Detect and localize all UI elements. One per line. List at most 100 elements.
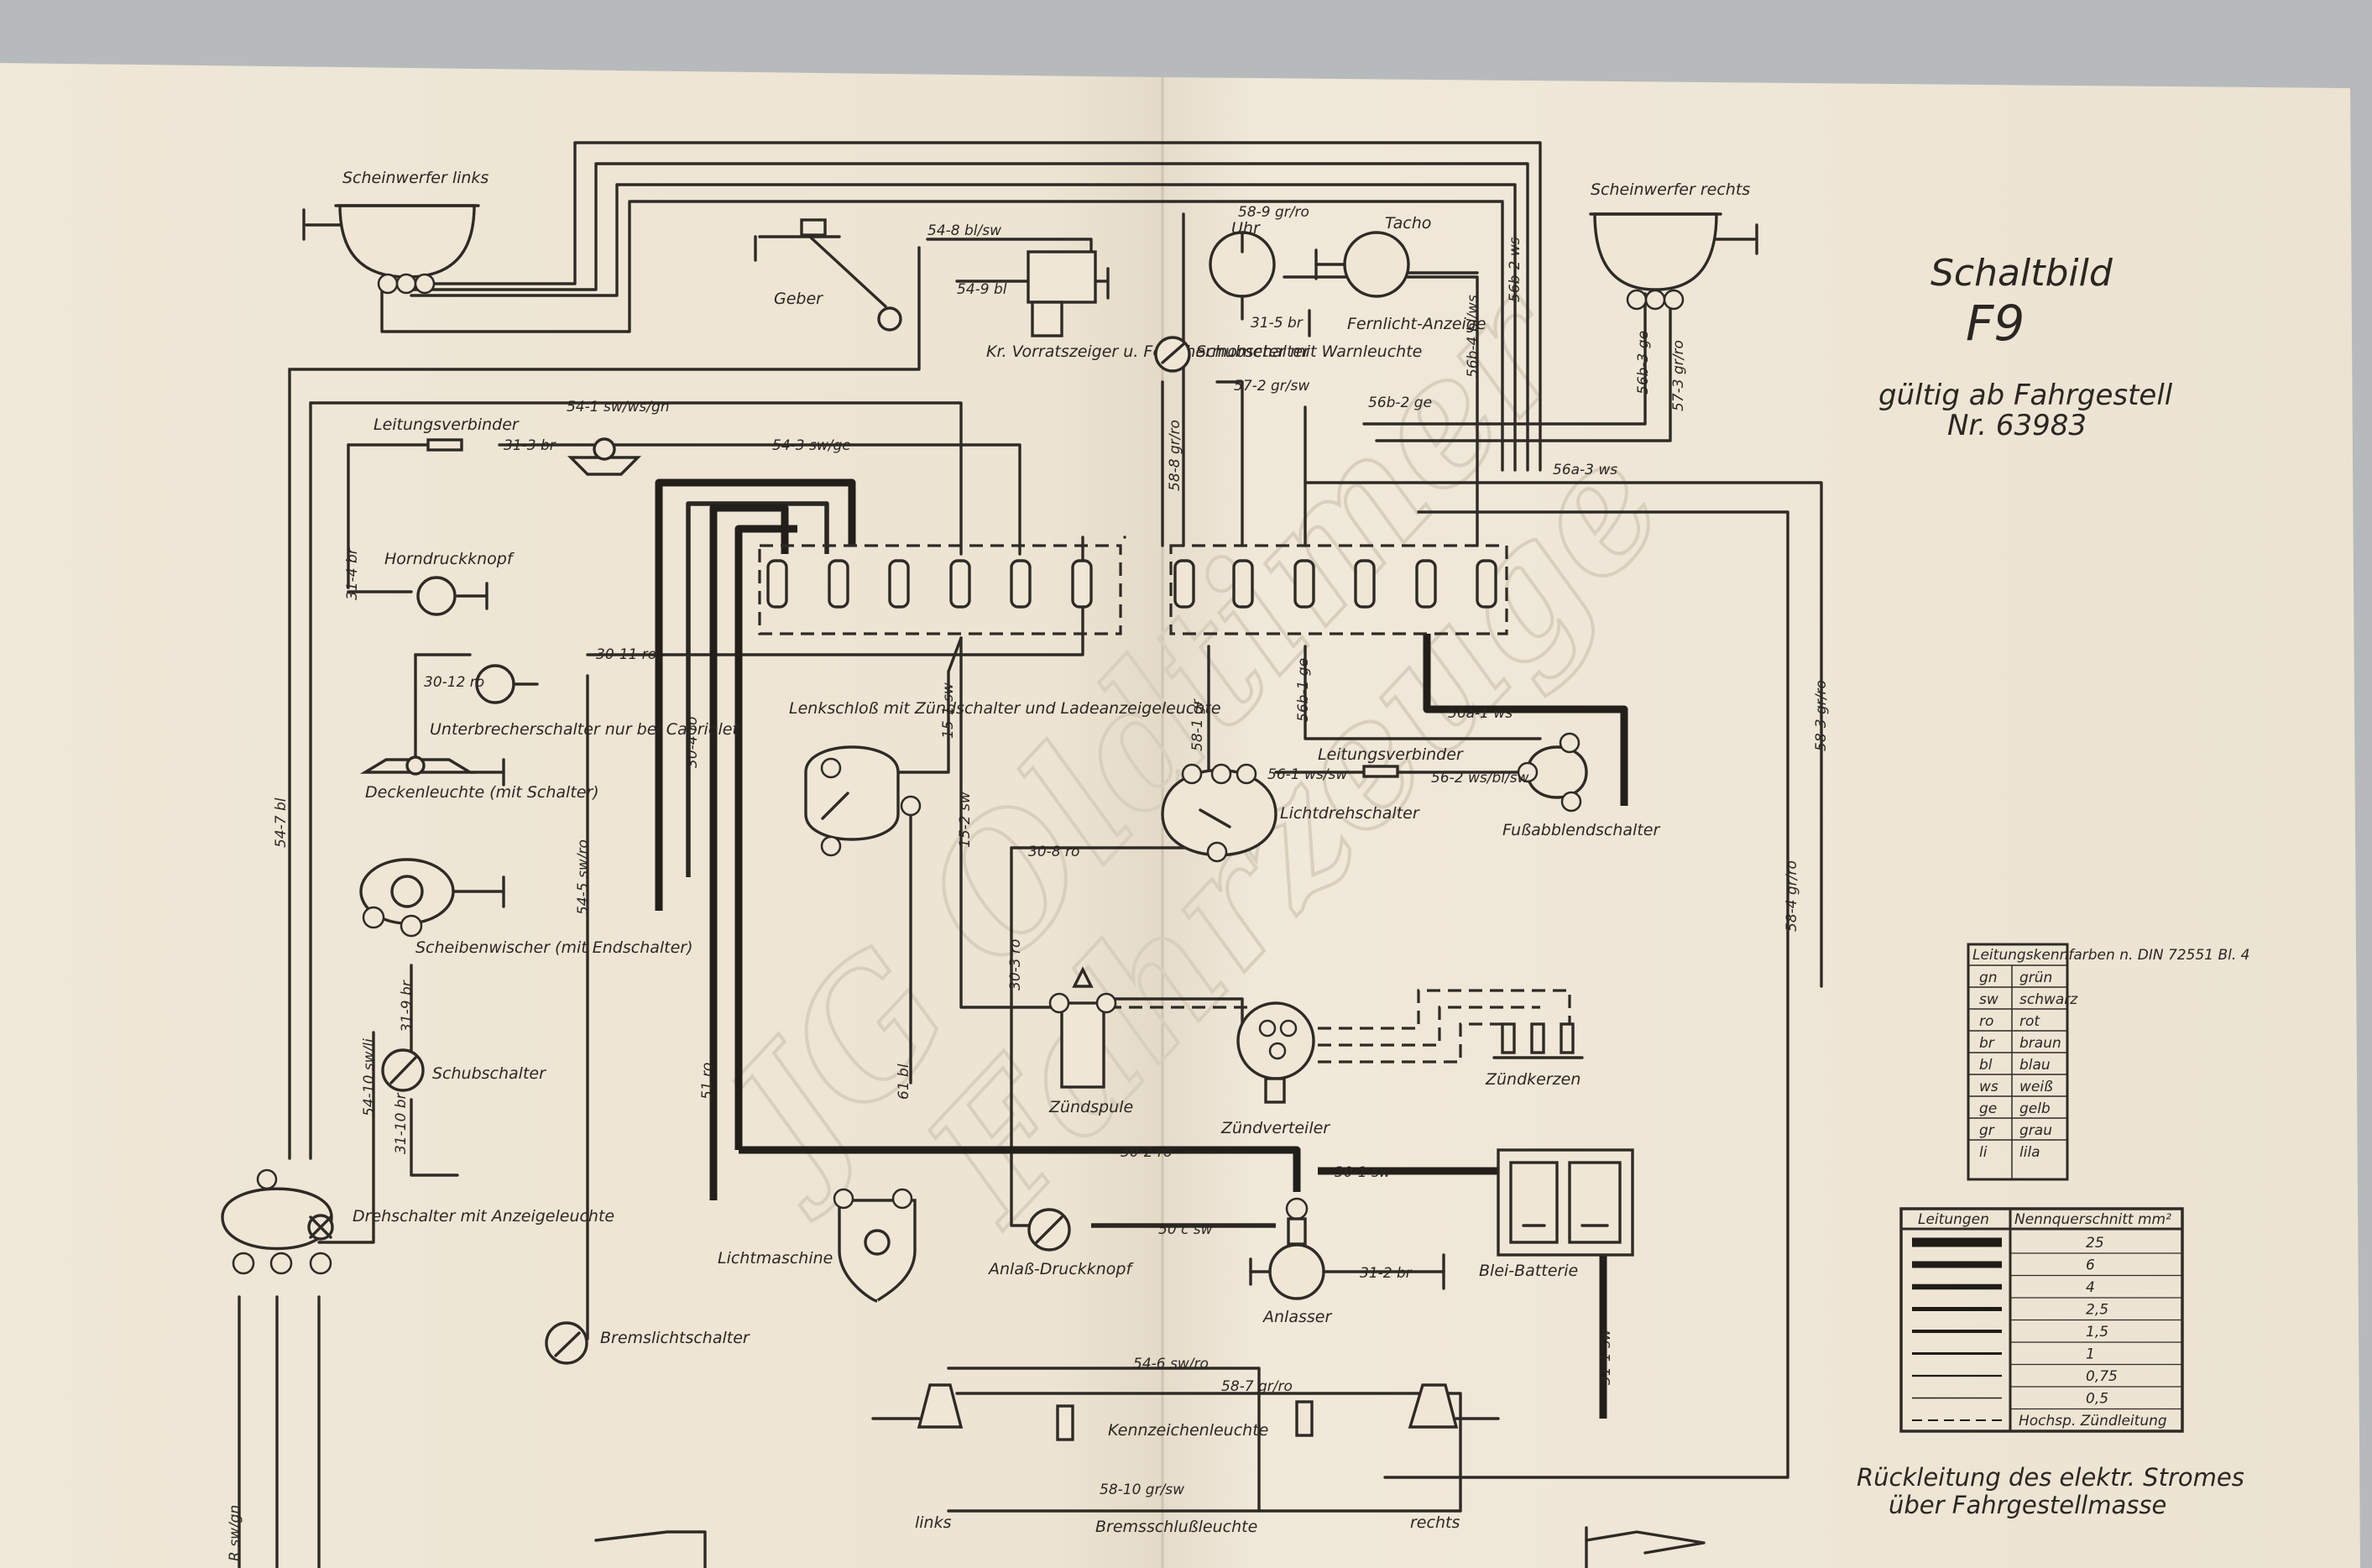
color-legend-code: ws bbox=[1979, 1079, 1998, 1095]
spark-plugs: Zündkerzen bbox=[1485, 1022, 1584, 1089]
wire-label-56b-2ws: 56b-2 ws bbox=[1507, 237, 1523, 302]
wire-label-54-10: 54-10 sw/li bbox=[361, 1038, 378, 1116]
wire-label-56-2: 56-2 ws/bl/sw bbox=[1431, 770, 1529, 787]
wire-label-31-5: 31-5 br bbox=[1251, 315, 1304, 332]
wire-54-10 bbox=[317, 1031, 375, 1244]
breaker-switch: Unterbrecherschalter nur bei Cabriolet bbox=[414, 653, 739, 761]
color-legend-name: schwarz bbox=[2019, 991, 2078, 1008]
headlight-left: Scheinwerfer links bbox=[302, 169, 489, 295]
ignition-coil-label: Zündspule bbox=[1048, 1098, 1133, 1116]
size-legend-value: 0,75 bbox=[2086, 1368, 2118, 1385]
headlight-right-label: Scheinwerfer rechts bbox=[1591, 180, 1750, 199]
size-legend-value: 1 bbox=[2086, 1346, 2095, 1363]
horn-button-label: Horndruckknopf bbox=[384, 550, 515, 568]
pull-switch-top: Schubschalter bbox=[1154, 336, 1310, 373]
wire-label-51: 51 ro bbox=[699, 1063, 716, 1100]
color-legend: Leitungskennfarben n. DIN 72551 Bl. 4 gn… bbox=[1967, 943, 2250, 1181]
ceiling-light-label: Deckenleuchte (mit Schalter) bbox=[365, 783, 599, 802]
size-legend-value: 4 bbox=[2086, 1279, 2095, 1296]
wire-label-58-10: 58-10 gr/sw bbox=[1100, 1482, 1184, 1498]
clock-label: Uhr bbox=[1231, 219, 1261, 238]
wire-headlight-loop-2 bbox=[400, 162, 1529, 472]
return-note-line2: über Fahrgestellmasse bbox=[1889, 1491, 2166, 1519]
wire-label-58-3: 58-3 gr/ro bbox=[1813, 680, 1830, 751]
fuse-box-left bbox=[758, 544, 1122, 635]
wire-15-2 bbox=[959, 636, 1059, 1009]
title-model: F9 bbox=[1966, 295, 2025, 352]
size-legend-value: 0,5 bbox=[2086, 1391, 2108, 1408]
wire-label-31-1: 31-1 sw bbox=[1597, 1329, 1614, 1385]
distributor-label: Zündverteiler bbox=[1220, 1119, 1330, 1137]
steering-lock-label: Lenkschloß mit Zündschalter und Ladeanze… bbox=[789, 699, 1221, 718]
light-switch-label: Lichtdrehschalter bbox=[1280, 804, 1420, 823]
color-legend-name: grau bbox=[2019, 1122, 2052, 1139]
pull-switch: Schubschalter bbox=[381, 1048, 546, 1092]
wire-label-31-9: 31-9 br bbox=[399, 980, 415, 1032]
color-legend-code: sw bbox=[1979, 991, 1998, 1008]
wire-label-54-8: 54-8 bl/sw bbox=[927, 222, 1001, 239]
color-legend-code: gr bbox=[1979, 1122, 1995, 1139]
battery: Blei-Batterie bbox=[1479, 1148, 1634, 1280]
wire-heavy-30-2 bbox=[739, 1146, 1301, 1192]
wire-58-3 bbox=[1383, 510, 1789, 1479]
fuses-right bbox=[1173, 559, 1497, 609]
dimmer-switch: Fußabblendschalter bbox=[1502, 732, 1660, 839]
connector-1-label: Leitungsverbinder bbox=[374, 416, 520, 434]
wire-label-56b-2ge: 56b-2 ge bbox=[1368, 395, 1432, 411]
high-beam-indicator-label: Fernlicht-Anzeige bbox=[1347, 315, 1486, 333]
wire-label-50: 50 c sw bbox=[1158, 1221, 1213, 1238]
wire-label-54-5: 54-5 sw/ro bbox=[575, 839, 592, 915]
fuel-gauge-label: Kr. Vorratszeiger u. Fernthermometer mit… bbox=[986, 342, 1422, 361]
fuel-gauge: Kr. Vorratszeiger u. Fernthermometer mit… bbox=[986, 250, 1422, 361]
wire-57-2 bbox=[1215, 380, 1244, 547]
color-legend-name: gelb bbox=[2019, 1100, 2051, 1117]
wire-label-57-3: 57-3 gr/ro bbox=[1670, 340, 1687, 411]
wire-label-58-9: 58-9 gr/ro bbox=[1238, 204, 1309, 221]
start-button-label: Anlaß-Druckknopf bbox=[987, 1260, 1134, 1278]
color-legend-name: rot bbox=[2019, 1013, 2040, 1030]
wire-heavy-30-4 bbox=[655, 478, 856, 911]
wire-bottom-left bbox=[238, 1295, 321, 1568]
tail-lights: links rechts Bremsschlußleuchte Kennzeic… bbox=[871, 1383, 1500, 1536]
color-legend-code: br bbox=[1979, 1035, 1995, 1052]
wire-label-54-1: 54-1 sw/ws/gn bbox=[567, 399, 670, 416]
color-legend-code: gn bbox=[1979, 970, 1998, 986]
dimmer-switch-label: Fußabblendschalter bbox=[1502, 821, 1660, 839]
starter-label: Anlasser bbox=[1262, 1308, 1332, 1326]
brake-switch-label: Bremslichtschalter bbox=[600, 1329, 750, 1347]
size-legend: Leitungen Nennquerschnitt mm² 25642,51,5… bbox=[1899, 1207, 2184, 1433]
wire-54-6 bbox=[947, 1367, 1261, 1513]
pull-switch-label: Schubschalter bbox=[432, 1064, 546, 1083]
size-legend-value: 6 bbox=[2086, 1257, 2095, 1274]
wire-label-31-10: 31-10 br bbox=[393, 1092, 410, 1154]
start-button: Anlaß-Druckknopf bbox=[987, 1208, 1134, 1278]
wire-58-7 bbox=[955, 1392, 1462, 1513]
wire-label-58-8: 58-8 gr/ro bbox=[1167, 420, 1183, 491]
color-legend-name: blau bbox=[2019, 1057, 2051, 1074]
size-legend-col1: Leitungen bbox=[1918, 1211, 1989, 1228]
color-legend-title: Leitungskennfarben n. DIN 72551 Bl. 4 bbox=[1972, 947, 2250, 964]
wire-label-30-3: 30-3 ro bbox=[1007, 939, 1024, 990]
wire-label-r: R sw/gn bbox=[227, 1505, 243, 1561]
color-legend-name: lila bbox=[2019, 1144, 2040, 1161]
wire-31-10 bbox=[410, 1098, 459, 1177]
wire-label-30-1: 30-1 sw bbox=[1335, 1164, 1391, 1181]
wire-label-56a-1: 56a-1 ws bbox=[1448, 705, 1513, 722]
color-legend-code: bl bbox=[1979, 1057, 1993, 1074]
wire-label-30-12: 30-12 ro bbox=[424, 674, 484, 691]
wire-54-1 bbox=[309, 401, 963, 556]
wire-label-58-1: 58-1 gr bbox=[1189, 698, 1206, 751]
generator-label: Lichtmaschine bbox=[718, 1249, 833, 1267]
fuses-left bbox=[766, 559, 1093, 609]
title-valid-line1: gültig ab Fahrgestell bbox=[1878, 379, 2173, 412]
starter: Anlasser bbox=[1249, 1197, 1445, 1326]
tail-light-label: Bremsschlußleuchte bbox=[1095, 1518, 1257, 1536]
ignition-coil: Zündspule bbox=[1048, 966, 1133, 1116]
wire-label-54-9: 54-9 bl bbox=[957, 281, 1007, 298]
title-block: Schaltbild F9 gültig ab Fahrgestell Nr. … bbox=[1878, 252, 2173, 442]
return-note-line1: Rückleitung des elektr. Stromes bbox=[1857, 1463, 2244, 1492]
battery-label: Blei-Batterie bbox=[1479, 1262, 1578, 1280]
wire-label-56b-1: 56b-1 ge bbox=[1295, 658, 1312, 722]
title-valid-line2: Nr. 63983 bbox=[1947, 409, 2087, 442]
